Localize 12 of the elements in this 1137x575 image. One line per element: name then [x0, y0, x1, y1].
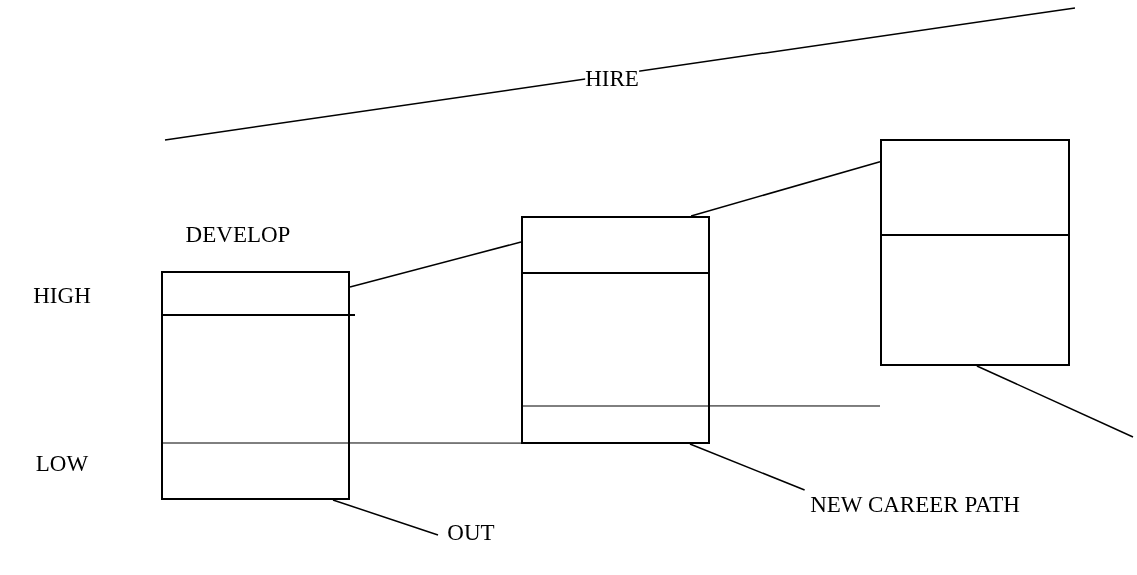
connector-line — [690, 160, 881, 217]
connector-line — [349, 241, 522, 288]
rectangle-box — [161, 271, 350, 500]
connector-line — [976, 365, 1134, 438]
connector-line — [349, 442, 522, 444]
rectangle-box — [880, 139, 1070, 366]
rectangle-box — [521, 216, 710, 444]
callout-text: OUT — [446, 519, 496, 547]
callout-text: NEW CAREER PATH — [809, 491, 1021, 519]
connector-line — [689, 443, 806, 491]
connector-line — [332, 499, 439, 536]
connector-line — [709, 405, 881, 407]
